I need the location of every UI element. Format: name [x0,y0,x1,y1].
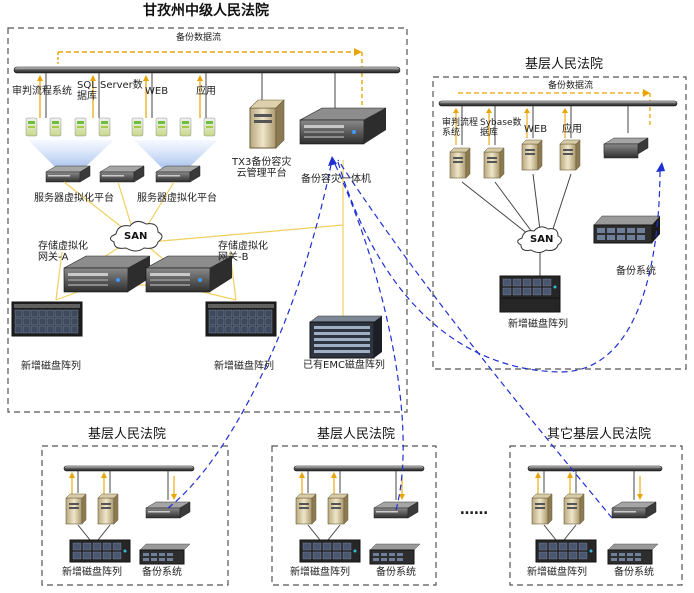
bottom-court-2-title: 基层人民法院 [317,427,396,442]
right-new-array-label: 新增磁盘阵列 [508,319,568,330]
new-array-label-2: 新增磁盘阵列 [214,361,274,372]
virt-server-middle [99,165,145,183]
right-court-boundary [432,76,687,370]
main-backup-flow-label: 备份数据流 [176,33,222,43]
right-bus-drops [461,106,629,145]
replication-arrowheads [328,156,665,172]
bottom-court-1-title: 基层人民法院 [88,427,167,442]
virt-platform-label-1: 服务器虚拟化平台 [34,193,114,204]
replication-links [167,159,661,519]
main-bus-drops [45,73,336,118]
vm-group-left [25,117,111,137]
san-cloud-right [517,226,562,253]
link-bottom-court-1 [167,159,333,509]
san-cloud-main [110,220,163,252]
virt-funnel-right [134,140,218,172]
right-new-disk-array-icon [499,275,561,313]
backup-appliance-icon [299,107,387,145]
right-app-label-web: WEB [524,124,548,135]
main-network-bus [13,66,401,74]
virt-funnel-left [28,140,114,172]
right-backup-appliance-icon [603,137,649,159]
virt-platform-label-2: 服务器虚拟化平台 [137,193,217,204]
right-app-label-app: 应用 [562,124,582,135]
link-bottom-court-2 [333,161,404,511]
link-right-court-bottom [337,161,661,373]
gateway-b-label: 存储虚拟化 网关-B [218,241,268,263]
bottom-court-1 [41,445,229,586]
right-backup-flow-arrowhead [643,89,650,97]
bottom-court-1-array-label: 新增磁盘阵列 [62,567,122,578]
right-court-title: 基层人民法院 [525,57,604,72]
tx3-server-icon [249,99,285,149]
right-app-label-trial: 审判流程 系统 [442,118,479,138]
backup-appliance-label: 备份容灾一体机 [301,174,371,185]
new-disk-array-2-icon [205,301,277,337]
new-disk-array-1-icon [11,301,83,337]
new-array-label-1: 新增磁盘阵列 [21,361,81,372]
emc-array-label: 已有EMC磁盘阵列 [303,360,385,371]
app-label-trial-system: 审判流程系统 [12,86,72,97]
app-label-web: WEB [145,86,169,97]
more-courts-ellipsis: …… [460,502,488,518]
right-backup-system-label: 备份系统 [616,266,656,277]
bottom-court-3-array-label: 新增磁盘阵列 [527,567,587,578]
main-upstream-arrows [37,75,203,118]
main-court-title: 甘孜州中级人民法院 [143,3,269,19]
emc-disk-array-icon [309,315,383,359]
bottom-court-1-backup-label: 备份系统 [142,567,182,578]
right-app-label-sybase: Sybase数 据库 [480,118,522,138]
main-backup-flow-arrowhead [354,48,362,56]
app-label-app: 应用 [196,86,216,97]
bottom-court-2-array-label: 新增磁盘阵列 [290,567,350,578]
tx3-platform-label: TX3备份容灾 云管理平台 [232,157,292,179]
bottom-court-3-backup-label: 备份系统 [614,567,654,578]
main-court-boundary [7,27,408,413]
virt-server-right [155,165,201,183]
bottom-court-3-title: 其它基层人民法院 [547,427,652,442]
right-upstream-arrows [453,108,568,145]
san-label-right: SAN [530,234,554,245]
gateway-a-label: 存储虚拟化 网关-A [38,241,88,263]
right-backup-flow-label: 备份数据流 [548,81,594,91]
virt-server-left [45,165,91,183]
san-label-main: SAN [124,231,148,242]
vm-group-right [131,117,216,137]
right-network-bus [438,100,678,107]
app-label-sql-server: SQL Server数 据库 [77,80,143,102]
bottom-court-2 [271,445,437,586]
bottom-court-3 [509,445,683,586]
san-wires [55,160,344,318]
right-backup-system-icon [593,215,661,244]
bottom-court-2-backup-label: 备份系统 [376,567,416,578]
right-san-wires [461,173,572,276]
link-bottom-court-3 [337,159,613,519]
right-app-servers [449,139,581,179]
